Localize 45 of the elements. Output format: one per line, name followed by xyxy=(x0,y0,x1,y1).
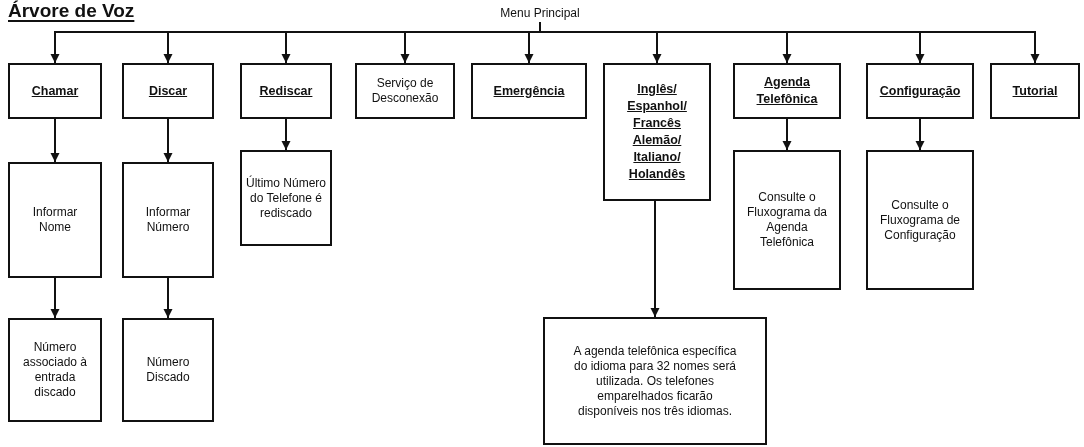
menu-box xyxy=(122,162,214,278)
box-text: Serviço de Desconexão xyxy=(370,76,440,106)
menu-heading: Agenda Telefônica xyxy=(755,74,819,108)
arrow xyxy=(50,118,60,163)
menu-box xyxy=(8,63,102,119)
menu-box xyxy=(733,63,841,119)
arrow xyxy=(782,118,792,151)
menu-box xyxy=(733,150,841,290)
diagram-title: Árvore de Voz xyxy=(8,0,135,22)
box-text: Consulte o Fluxograma de Configuração xyxy=(878,197,961,243)
menu-box xyxy=(990,63,1080,119)
arrow xyxy=(650,200,660,318)
menu-label: Menu Principal xyxy=(500,5,580,21)
menu-box xyxy=(543,317,767,445)
box-text: Informar Número xyxy=(144,205,192,235)
menu-box xyxy=(355,63,455,119)
menu-box xyxy=(240,63,332,119)
menu-box xyxy=(8,318,102,422)
menu-box xyxy=(240,150,332,246)
arrow xyxy=(281,118,291,151)
menu-box xyxy=(866,63,974,119)
menu-heading: Rediscar xyxy=(259,82,313,100)
menu-heading: Inglês/ Espanhol/ Francês Alemão/ Italiano/ Holandês xyxy=(626,81,688,183)
box-text: A agenda telefônica específica do idioma para 32 nomes será utilizada. Os telefones emparelhados ficarão disponíveis nos três idiomas. xyxy=(572,343,738,419)
menu-box xyxy=(471,63,587,119)
arrow xyxy=(50,277,60,319)
menu-heading: Discar xyxy=(148,82,188,100)
arrow xyxy=(539,21,1040,64)
menu-box xyxy=(122,318,214,422)
box-text: Informar Nome xyxy=(31,205,79,235)
box-text: Último Número do Telefone é rediscado xyxy=(246,175,326,221)
arrow xyxy=(163,118,173,163)
menu-heading: Configuração xyxy=(879,82,961,100)
menu-heading: Chamar xyxy=(31,82,79,100)
box-text: Consulte o Fluxograma da Agenda Telefônica xyxy=(745,190,828,250)
menu-box xyxy=(8,162,102,278)
arrow xyxy=(163,277,173,319)
menu-box xyxy=(122,63,214,119)
box-text: Número associado à entrada discado xyxy=(21,340,88,400)
box-text: Número Discado xyxy=(145,355,191,385)
menu-heading: Emergência xyxy=(493,82,565,100)
menu-heading: Tutorial xyxy=(1012,82,1058,100)
menu-box xyxy=(603,63,711,201)
arrow xyxy=(915,118,925,151)
menu-box xyxy=(866,150,974,290)
